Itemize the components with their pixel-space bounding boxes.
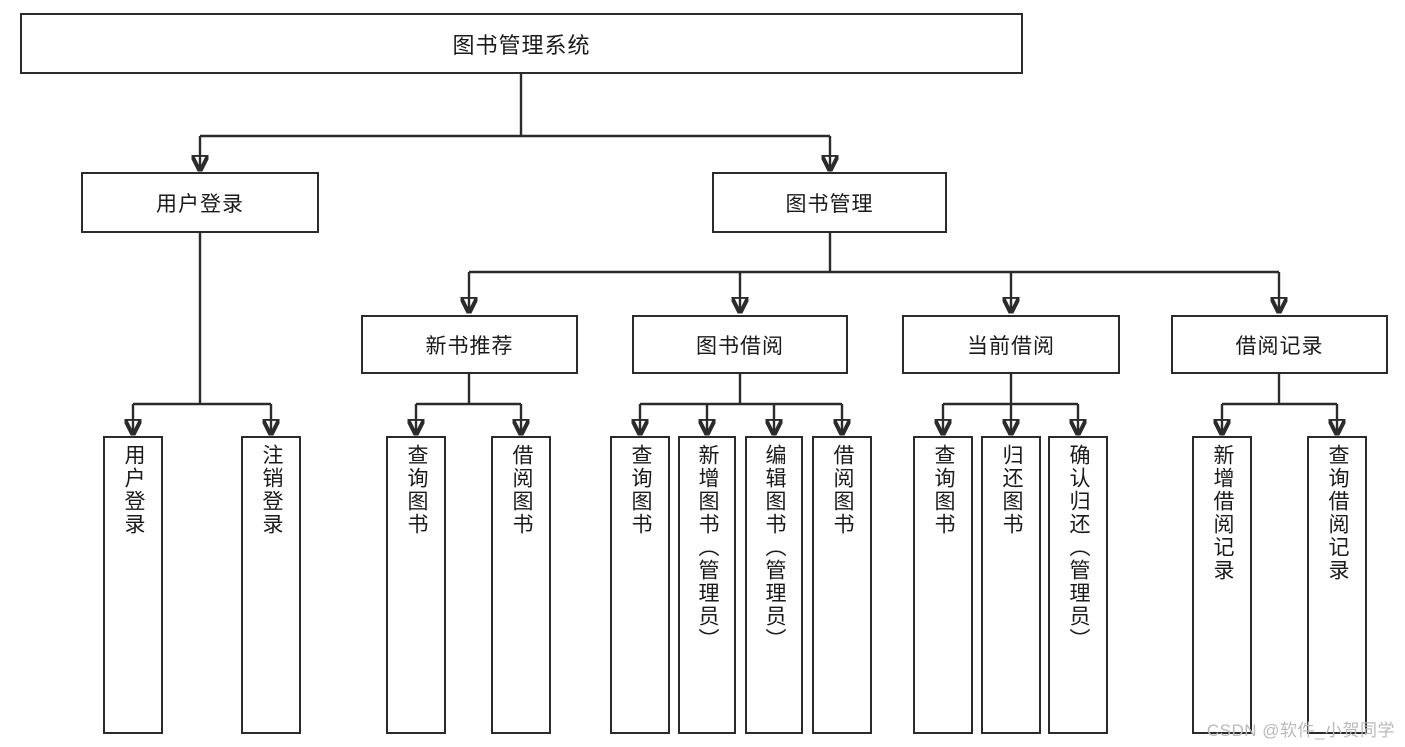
node-book-borrow[interactable]: 图书借阅 [632, 315, 848, 374]
leaf-current-borrow-confirm-return[interactable]: 确认归还（管理员） [1048, 436, 1108, 734]
node-new-book-recommend[interactable]: 新书推荐 [361, 315, 578, 374]
node-book-manage[interactable]: 图书管理 [712, 172, 947, 233]
node-root[interactable]: 图书管理系统 [20, 13, 1023, 74]
leaf-user-login-logout[interactable]: 注销登录 [241, 436, 301, 734]
node-current-borrow[interactable]: 当前借阅 [902, 315, 1120, 374]
leaf-new-book-borrow[interactable]: 借阅图书 [491, 436, 551, 734]
leaf-borrow-record-add[interactable]: 新增借阅记录 [1192, 436, 1252, 734]
leaf-user-login-login[interactable]: 用户登录 [103, 436, 163, 734]
leaf-book-borrow-borrow[interactable]: 借阅图书 [812, 436, 872, 734]
leaf-borrow-record-query[interactable]: 查询借阅记录 [1307, 436, 1367, 734]
leaf-new-book-query[interactable]: 查询图书 [386, 436, 446, 734]
leaf-book-borrow-edit[interactable]: 编辑图书（管理员） [745, 436, 803, 734]
leaf-current-borrow-return[interactable]: 归还图书 [981, 436, 1041, 734]
node-user-login[interactable]: 用户登录 [81, 172, 319, 233]
node-borrow-record[interactable]: 借阅记录 [1171, 315, 1388, 374]
watermark: CSDN @软件_小贺同学 [1206, 721, 1395, 740]
leaf-current-borrow-query[interactable]: 查询图书 [913, 436, 973, 734]
leaf-book-borrow-query[interactable]: 查询图书 [610, 436, 670, 734]
leaf-book-borrow-add[interactable]: 新增图书（管理员） [678, 436, 736, 734]
